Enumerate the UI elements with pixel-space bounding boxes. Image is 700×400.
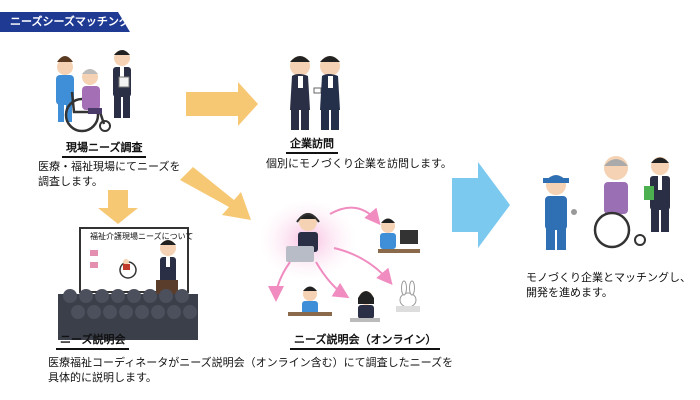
- survey-label: 現場ニーズ調査: [62, 140, 147, 158]
- matching-description: モノづくり企業とマッチングし、 開発を進めます。: [526, 271, 691, 299]
- briefing-note: 医療福祉コーディネータがニーズ説明会（オンライン含む）にて調査したニーズを 具体…: [48, 356, 454, 384]
- visit-label: 企業訪問: [286, 136, 338, 154]
- visit-description: 個別にモノづくり企業を訪問します。: [266, 157, 452, 170]
- arrow-right-blue: [452, 162, 510, 248]
- diagram-title-tag: ニーズシーズマッチング: [0, 12, 130, 32]
- arrow-down-orange: [98, 190, 138, 224]
- briefing-label: ニーズ説明会: [56, 332, 130, 350]
- survey-illustration: [56, 50, 131, 133]
- matching-illustration: [543, 156, 670, 250]
- visit-illustration: [290, 56, 340, 130]
- online-illustration: [260, 200, 420, 322]
- briefing-illustration: [58, 227, 198, 340]
- briefing-slide-title: 福祉介護現場ニーズについて: [90, 232, 194, 241]
- arrow-diagonal-orange: [180, 167, 251, 220]
- arrow-right-orange: [186, 82, 258, 126]
- online-label: ニーズ説明会（オンライン）: [290, 332, 441, 350]
- diagram-title: ニーズシーズマッチング: [10, 15, 130, 28]
- survey-description: 医療・福祉現場にてニーズを 調査します。: [38, 160, 181, 188]
